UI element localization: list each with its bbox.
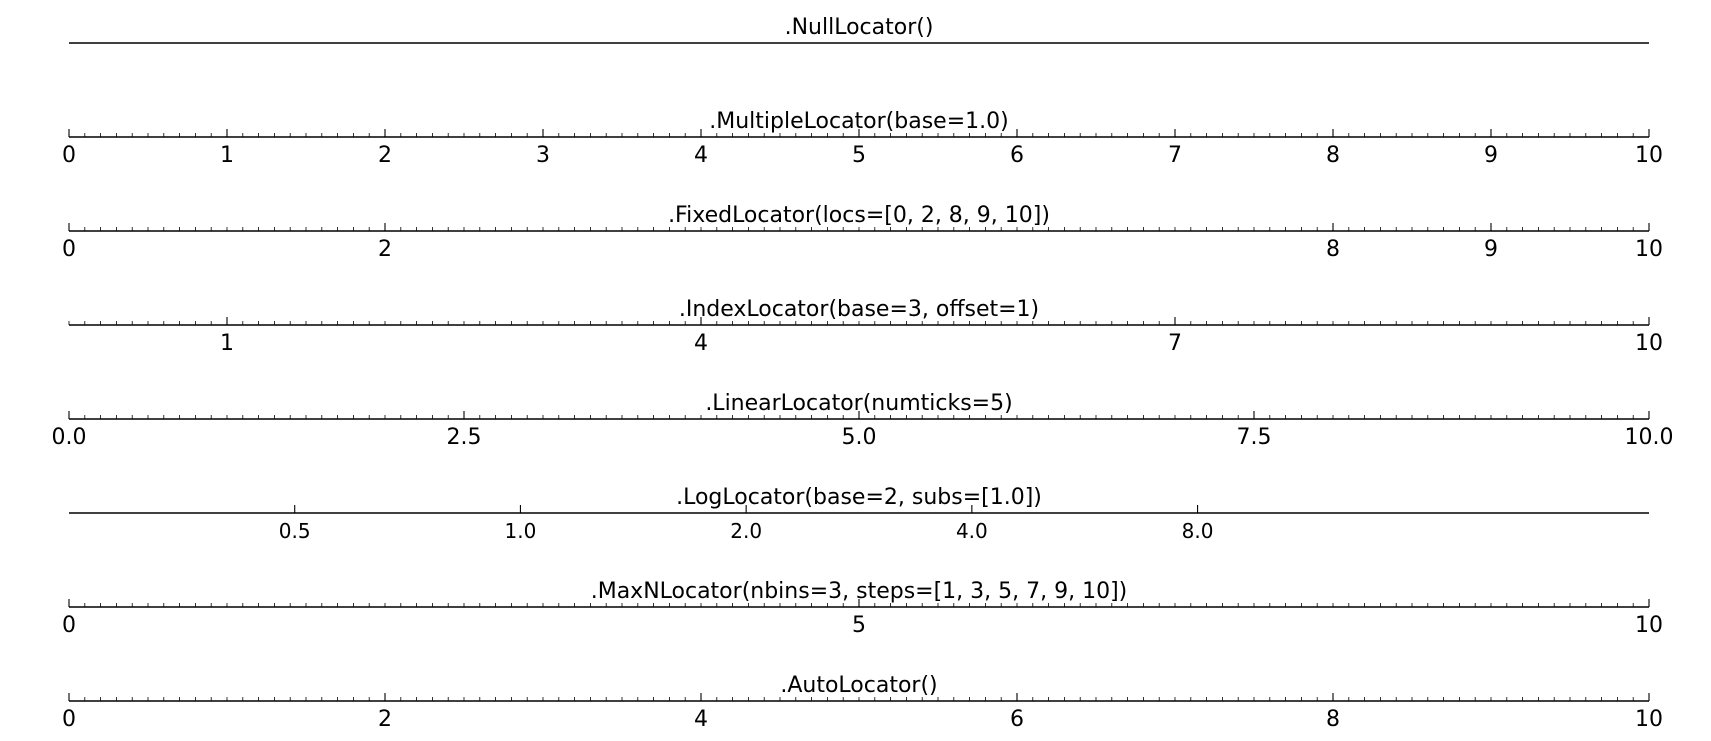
axes-layer: .NullLocator().MultipleLocator(base=1.0)… [52, 15, 1674, 732]
tick-label: 7 [1168, 143, 1182, 168]
locator-axis: .AutoLocator() 0 2 4 6 8 10 [62, 673, 1663, 732]
tick-label: 10 [1635, 613, 1663, 638]
tick-label: 4 [694, 707, 708, 732]
tick-label: 7 [1168, 331, 1182, 356]
axis-title: .FixedLocator(locs=[0, 2, 8, 9, 10]) [668, 203, 1050, 228]
tick-label: 8 [1326, 237, 1340, 262]
tick-label: 6 [1010, 143, 1024, 168]
tick-label: 6 [1010, 707, 1024, 732]
tick-label: 10 [1635, 143, 1663, 168]
tick-label: 2 [378, 237, 392, 262]
tick-label: 10 [1635, 707, 1663, 732]
tick-label: 4.0 [956, 519, 988, 543]
tick-label: 3 [536, 143, 550, 168]
locator-axis: .LogLocator(base=2, subs=[1.0]) 0.5 1.0 2.0… [69, 485, 1649, 543]
locator-axis: .FixedLocator(locs=[0, 2, 8, 9, 10]) 0 2 8 9… [62, 203, 1663, 262]
tick-label: 4 [694, 143, 708, 168]
locator-axis: .MaxNLocator(nbins=3, steps=[1, 3, 5, 7,… [62, 579, 1663, 638]
tick-label: 4 [694, 331, 708, 356]
axis-title: .AutoLocator() [780, 673, 937, 698]
tick-label: 9 [1484, 237, 1498, 262]
locator-axis: .IndexLocator(base=3, offset=1) 1 4 7 10 [68, 297, 1663, 356]
tick-label: 10.0 [1625, 425, 1674, 450]
tick-label: 5.0 [842, 425, 877, 450]
tick-label: 2.0 [730, 519, 762, 543]
tick-label: 0 [62, 707, 76, 732]
tick-label: 10 [1635, 331, 1663, 356]
tick-label: 5 [852, 143, 866, 168]
tick-label: 2 [378, 707, 392, 732]
axis-title: .IndexLocator(base=3, offset=1) [679, 297, 1039, 322]
locator-axis: .NullLocator() [69, 15, 1649, 44]
tick-label: 9 [1484, 143, 1498, 168]
tick-label: 7.5 [1237, 425, 1272, 450]
axis-title: .LogLocator(base=2, subs=[1.0]) [676, 485, 1042, 510]
tick-label: 5 [852, 613, 866, 638]
tick-label: 8 [1326, 707, 1340, 732]
tick-label: 2 [378, 143, 392, 168]
tick-label: 0 [62, 613, 76, 638]
tick-label: 1 [220, 331, 234, 356]
tick-label: 0.0 [52, 425, 87, 450]
tick-label: 8.0 [1182, 519, 1214, 543]
tick-label: 10 [1635, 237, 1663, 262]
tick-label: 8 [1326, 143, 1340, 168]
tick-label: 1.0 [505, 519, 537, 543]
tick-label: 0 [62, 143, 76, 168]
tick-label: 1 [220, 143, 234, 168]
axis-title: .NullLocator() [785, 15, 934, 40]
tick-label: 0.5 [279, 519, 311, 543]
tick-label: 0 [62, 237, 76, 262]
tick-label: 2.5 [447, 425, 482, 450]
